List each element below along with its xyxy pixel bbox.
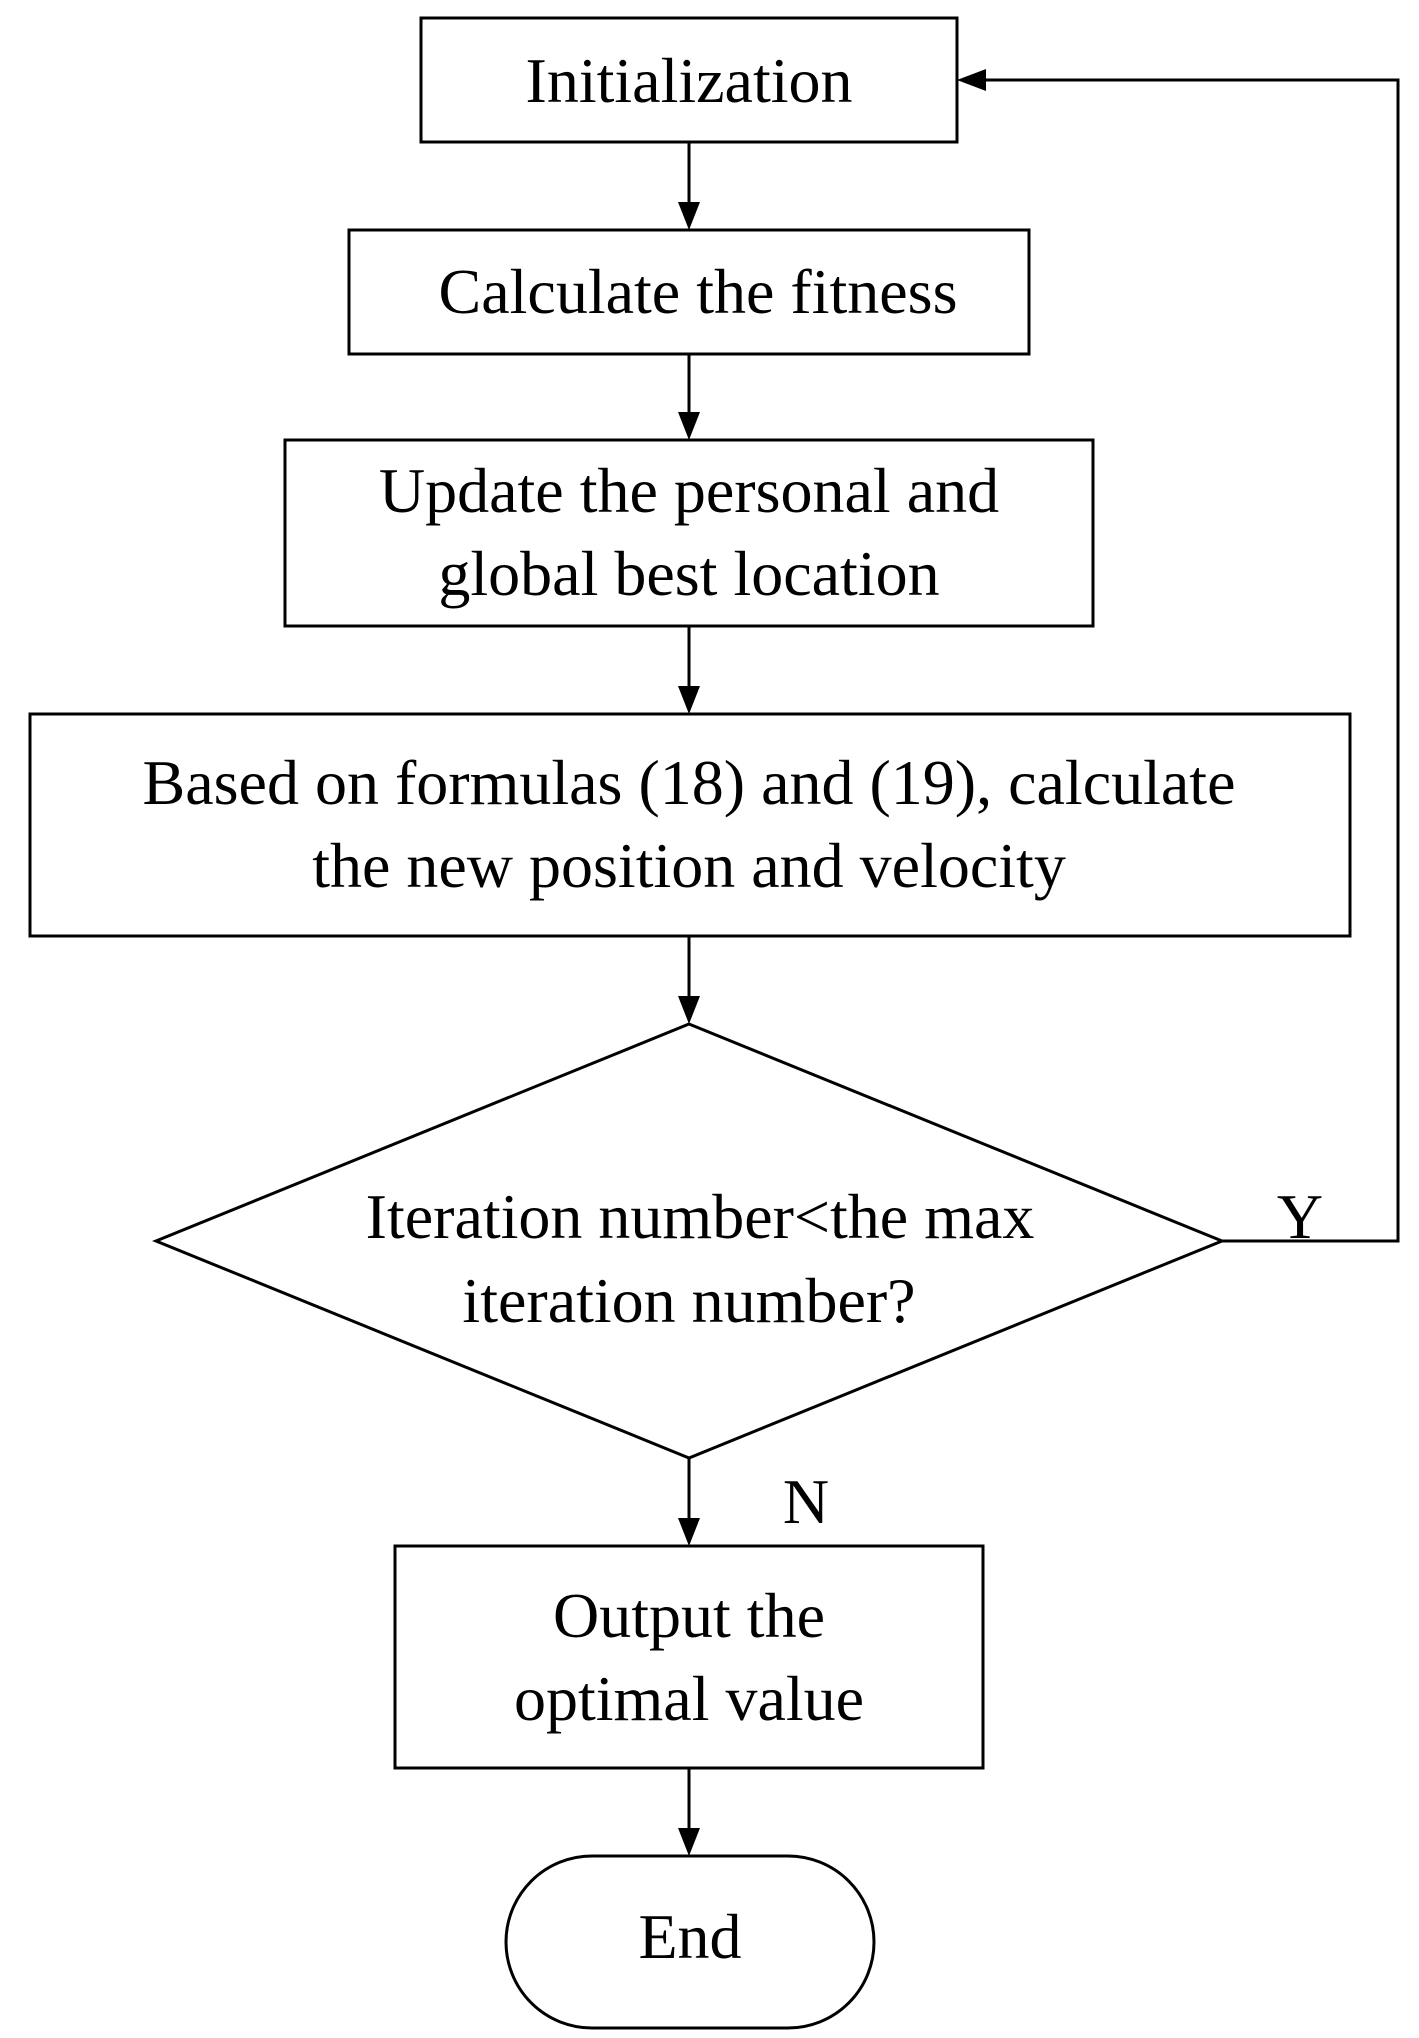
connector-fitness-to-update-best — [678, 354, 700, 440]
initialization-box — [419, 16, 959, 144]
connector-decision-no-to-output — [678, 1458, 700, 1546]
arrow-head — [678, 1828, 700, 1856]
decision-text-line-2: iteration number? — [462, 1265, 915, 1336]
end-terminator — [504, 1854, 876, 2030]
arrow-head — [678, 412, 700, 440]
connector-decision-yes-loop — [957, 69, 1400, 1243]
no-branch-label: N — [783, 1466, 829, 1537]
arrow-head — [678, 202, 700, 230]
arrow-head — [678, 996, 700, 1024]
arrow-head — [678, 1518, 700, 1546]
end-text: End — [638, 1901, 741, 1972]
decision-node: Iteration number<the max iteration numbe… — [152, 1022, 1226, 1460]
arrow-head — [957, 69, 986, 91]
output-node: Output the optimal value — [393, 1544, 985, 1770]
calculate-fitness-box — [347, 228, 1031, 356]
end-node: End — [504, 1854, 876, 2030]
connector-position-to-decision — [678, 936, 700, 1024]
update-best-text-line-2: global best location — [438, 538, 939, 609]
connector-output-to-end — [678, 1768, 700, 1856]
update-position-node: Based on formulas (18) and (19), calcula… — [28, 712, 1352, 938]
connector-initialization-to-fitness — [678, 142, 700, 230]
arrow-head — [678, 686, 700, 714]
output-text-line-2: optimal value — [514, 1663, 864, 1734]
initialization-text: Initialization — [526, 45, 853, 116]
connector-update-best-to-position — [678, 626, 700, 714]
update-position-text-line-1: Based on formulas (18) and (19), calcula… — [143, 747, 1236, 818]
calculate-fitness-node: Calculate the fitness — [347, 228, 1031, 356]
initialization-node: Initialization — [419, 16, 959, 144]
yes-branch-label: Y — [1277, 1181, 1323, 1252]
update-best-node: Update the personal and global best loca… — [283, 438, 1095, 628]
output-box — [393, 1544, 985, 1770]
output-text-line-1: Output the — [553, 1580, 825, 1651]
decision-text-line-1: Iteration number<the max — [366, 1181, 1035, 1252]
update-best-text-line-1: Update the personal and — [379, 455, 999, 526]
update-position-text-line-2: the new position and velocity — [312, 830, 1066, 901]
update-position-box — [28, 712, 1352, 938]
calculate-fitness-text: Calculate the fitness — [439, 256, 958, 327]
